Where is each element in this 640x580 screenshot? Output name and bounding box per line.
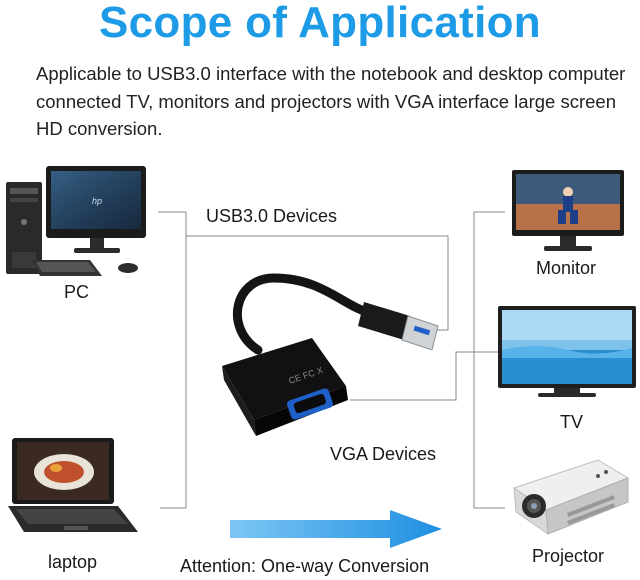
- pc-label: PC: [64, 282, 90, 302]
- right-arrow-icon: [230, 510, 442, 548]
- monitor-icon: [512, 170, 624, 251]
- usb-devices-label: USB3.0 Devices: [206, 206, 338, 226]
- projector-label: Projector: [532, 546, 605, 566]
- tv-icon: [498, 306, 636, 397]
- page-title: Scope of Application: [99, 0, 541, 47]
- usb-to-vga-adapter-icon: CE FC X: [222, 273, 439, 436]
- attention-label: Attention: One-way Conversion: [180, 556, 430, 576]
- description-text: Applicable to USB3.0 interface with the …: [36, 63, 626, 139]
- svg-text:hp: hp: [92, 196, 102, 206]
- laptop-icon: [8, 438, 138, 532]
- desktop-computer-icon: hp: [6, 166, 146, 276]
- projector-icon: [512, 459, 630, 536]
- monitor-label: Monitor: [536, 258, 597, 278]
- tv-label: TV: [560, 412, 584, 432]
- vga-devices-label: VGA Devices: [330, 444, 437, 464]
- laptop-label: laptop: [48, 552, 98, 572]
